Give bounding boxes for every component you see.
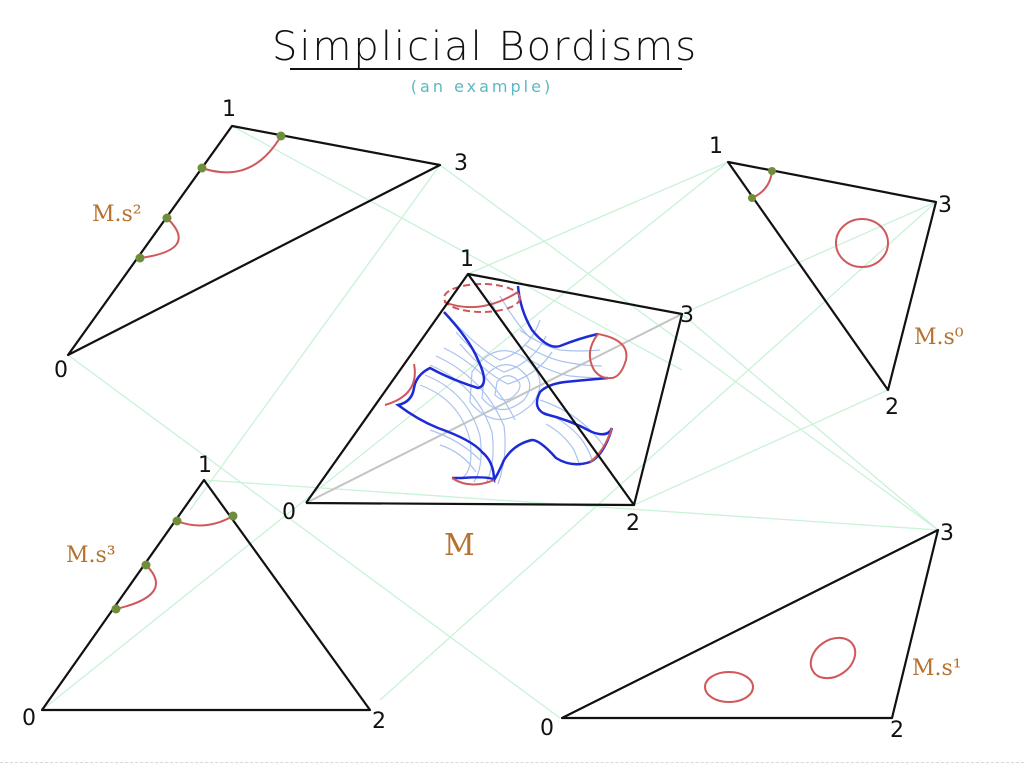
hatch-line [443, 347, 516, 421]
face-guide-lines [41, 125, 939, 719]
guide-line [231, 125, 683, 371]
page-bottom-divider [0, 762, 1024, 763]
boundary-arc [588, 333, 609, 379]
hatch-line [451, 319, 541, 361]
vertex-label-2: 2 [372, 709, 386, 734]
vertex-label-0: 0 [540, 716, 554, 741]
hatch-line [494, 375, 521, 401]
vertex-label-1: 1 [460, 247, 474, 272]
tetrahedron-outline [305, 272, 684, 507]
hatch-line [424, 374, 482, 483]
boundary-point [228, 511, 238, 521]
hidden-edge [305, 313, 683, 504]
boundary-arc [201, 135, 282, 174]
guide-line [633, 389, 889, 506]
tetrahedron-center: 0 1 2 3 M [282, 247, 694, 563]
page-subtitle: (an example) [411, 77, 553, 96]
boundary-circle [704, 671, 754, 703]
vertex-label-2: 2 [626, 511, 640, 536]
face-annotation: M [444, 528, 475, 563]
vertex-label-3: 3 [938, 193, 952, 218]
hatch-line [429, 429, 481, 461]
hatch-line [429, 364, 494, 485]
boundary-arc [115, 564, 157, 610]
boundary-arc [751, 170, 773, 199]
face-annotation: M.s⁰ [914, 325, 964, 350]
hatch-line [419, 384, 472, 479]
vertex-label-0: 0 [22, 706, 36, 731]
hatch-line [529, 359, 606, 379]
boundary-point [141, 560, 151, 570]
page-title: Simplicial Bordisms [272, 24, 698, 70]
surface-outline [492, 427, 614, 481]
triangle-top-right: 1 2 3 M.s⁰ [709, 134, 964, 420]
guide-line [67, 354, 561, 719]
tetrahedron-edge [467, 273, 635, 506]
triangle-outline [726, 160, 938, 392]
surface-outline [395, 311, 496, 484]
triangle-outline [40, 478, 372, 712]
boundary-point [748, 194, 756, 202]
guide-line [189, 164, 441, 511]
guide-line [41, 161, 729, 711]
hatch-line [469, 350, 541, 421]
vertex-label-0: 0 [282, 500, 296, 525]
hatch-line [545, 423, 581, 467]
face-annotation: M.s³ [66, 543, 116, 568]
boundary-point [276, 131, 286, 141]
vertex-label-2: 2 [885, 395, 899, 420]
boundary-point [197, 163, 207, 173]
surface-outline [516, 285, 614, 436]
boundary-point [162, 213, 172, 223]
vertex-label-3: 3 [680, 303, 694, 328]
triangle-outline [66, 124, 442, 357]
hatch-line [459, 343, 553, 385]
boundary-arc [443, 291, 519, 309]
face-annotation: M.s² [92, 202, 142, 227]
title-block: Simplicial Bordisms (an example) [272, 24, 698, 96]
boundary-circle [835, 218, 889, 268]
boundary-circle [809, 636, 857, 680]
boundary-point [135, 253, 145, 263]
boundary-arc [451, 477, 495, 486]
guide-line [681, 313, 939, 531]
boundary-arc [176, 515, 234, 527]
vertex-label-3: 3 [940, 521, 954, 546]
vertex-label-1: 1 [709, 134, 723, 159]
boundary-arc [589, 427, 613, 463]
hatch-line [439, 444, 477, 473]
hatch-line [481, 364, 531, 411]
guide-line [681, 201, 937, 315]
boundary-arc [597, 333, 628, 380]
guide-line [379, 201, 937, 701]
guide-line [439, 164, 939, 531]
boundary-arc [139, 217, 180, 259]
surface-hatching [419, 295, 606, 485]
triangle-top-left: 0 1 3 M.s² [54, 97, 468, 383]
vertex-label-1: 1 [222, 97, 236, 122]
vertex-label-1: 1 [198, 453, 212, 478]
vertex-label-0: 0 [54, 358, 68, 383]
boundary-arc [384, 363, 416, 406]
triangle-outline [560, 528, 940, 720]
boundary-circle-back [443, 283, 521, 313]
triangle-bottom-left: 0 1 2 M.s³ [22, 453, 386, 734]
boundary-point [111, 604, 121, 614]
guide-line [467, 161, 729, 275]
vertex-label-3: 3 [454, 151, 468, 176]
boundary-point [768, 167, 776, 175]
hatch-line [519, 329, 601, 352]
vertex-label-2: 2 [890, 718, 904, 743]
triangle-bottom-right: 0 2 3 M.s¹ [540, 521, 962, 743]
face-annotation: M.s¹ [912, 656, 962, 681]
boundary-point [172, 516, 182, 526]
